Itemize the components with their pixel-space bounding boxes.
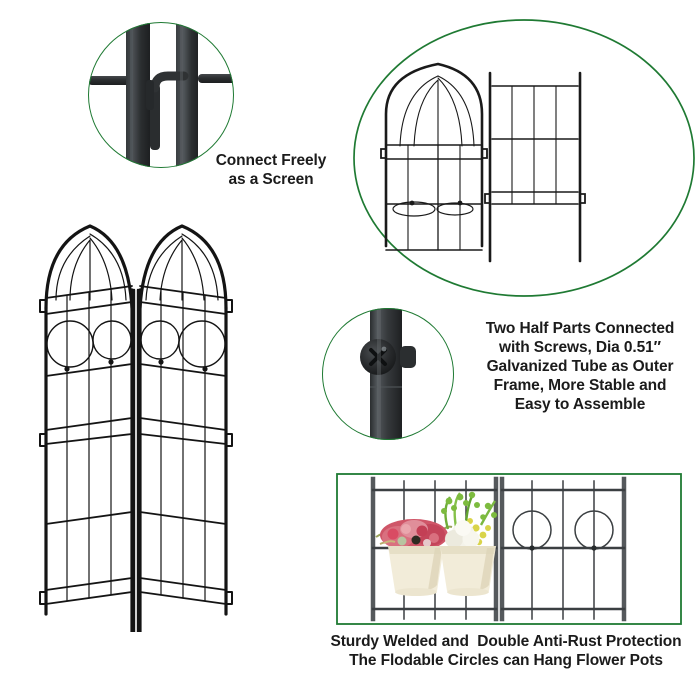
left-panel-arch xyxy=(44,224,134,310)
foldable-circle xyxy=(140,320,180,360)
trellis-pair-drawing xyxy=(353,19,695,297)
side-hook xyxy=(226,299,233,313)
weld-point xyxy=(202,366,208,372)
flowerpot-detail-panel xyxy=(336,473,682,625)
flower-arrangement-pink xyxy=(375,519,453,596)
foldable-circle xyxy=(436,202,474,216)
caption-sturdy-line1: Sturdy Welded and Double Anti-Rust Prote… xyxy=(330,633,682,650)
side-hook xyxy=(484,193,490,204)
weld-point xyxy=(108,359,114,365)
arch-outer-frame xyxy=(384,62,484,248)
side-hook xyxy=(482,148,488,159)
caption-screws-line4: Frame, More Stable and xyxy=(493,376,667,394)
foldable-circle xyxy=(178,320,226,368)
side-hook xyxy=(39,591,46,605)
caption-connect-line1: Connect Freely xyxy=(215,152,327,169)
flower-arrangement-green xyxy=(440,491,497,596)
caption-connect-freely: Connect Freely as a Screen xyxy=(196,152,346,190)
side-hook xyxy=(39,299,46,313)
caption-screws-line2: with Screws, Dia 0.51″ xyxy=(498,338,662,356)
trellis-pair-detail-panel xyxy=(352,18,696,298)
foldable-circle xyxy=(46,320,94,368)
connector-detail-ring xyxy=(88,22,234,168)
weld-point xyxy=(591,545,597,551)
weld-point xyxy=(529,545,535,551)
side-hook xyxy=(226,433,233,447)
caption-sturdy-line2: The Flodable Circles can Hang Flower Pot… xyxy=(349,651,663,669)
caption-screws: Two Half Parts Connected with Screws, Di… xyxy=(462,320,698,415)
flowerpot-panel-frame xyxy=(336,473,682,625)
caption-connect-line2: as a Screen xyxy=(228,170,314,188)
trellis-pair-ring xyxy=(353,19,695,297)
main-trellis-drawing xyxy=(39,224,233,632)
main-product-illustration xyxy=(28,212,284,632)
side-hook xyxy=(580,193,586,204)
caption-screws-line3: Galvanized Tube as Outer xyxy=(486,357,674,375)
screw-detail-ring xyxy=(322,308,454,440)
weld-point xyxy=(158,359,164,365)
caption-screws-line1: Two Half Parts Connected xyxy=(485,320,675,337)
caption-screws-line5: Easy to Assemble xyxy=(514,395,646,413)
weld-point xyxy=(64,366,70,372)
right-panel-arch xyxy=(138,224,228,310)
flowerpot-drawing xyxy=(336,473,682,625)
caption-sturdy: Sturdy Welded and Double Anti-Rust Prote… xyxy=(312,633,700,671)
side-hook xyxy=(380,148,386,159)
side-hook xyxy=(226,591,233,605)
foldable-circle xyxy=(92,320,132,360)
side-hook xyxy=(39,433,46,447)
